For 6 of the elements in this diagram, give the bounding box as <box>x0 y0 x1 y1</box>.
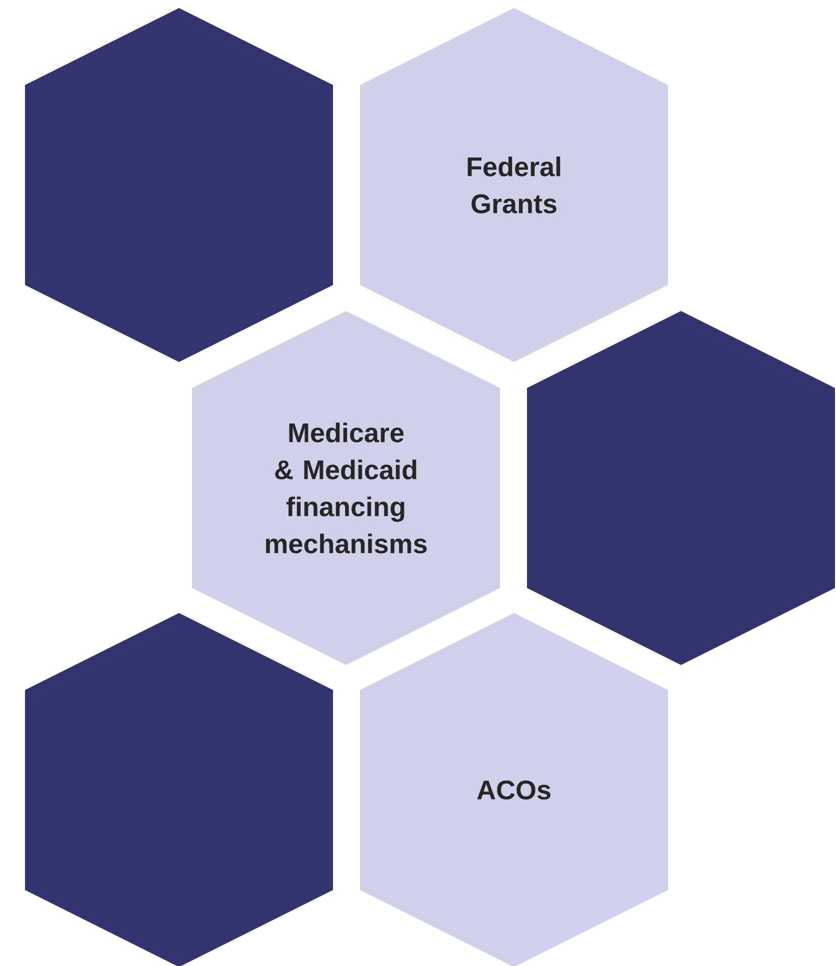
hexagon <box>25 8 333 362</box>
hexagon: ACOs <box>360 613 668 966</box>
hexagon <box>527 311 835 665</box>
hexagon <box>25 613 333 966</box>
hexagon: Federal Grants <box>360 8 668 362</box>
hexagon: Medicare & Medicaid financing mechanisms <box>192 311 500 665</box>
